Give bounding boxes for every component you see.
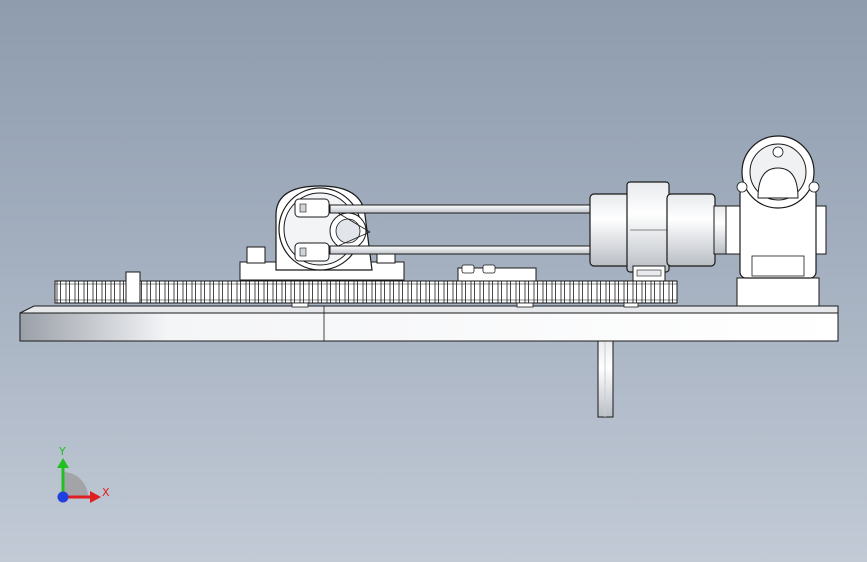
gear-rack: [54, 271, 678, 308]
base-plate: [19, 305, 839, 342]
piston-rods: [329, 204, 593, 255]
triad-quadrant: [63, 472, 88, 497]
linkage-mechanism: [457, 264, 537, 282]
coordinate-triad: Y X: [57, 445, 110, 503]
cylinder-assembly: [589, 181, 727, 282]
z-axis-indicator: [57, 491, 69, 503]
y-axis-arrowhead: [57, 458, 69, 468]
y-axis-label: Y: [58, 445, 66, 458]
bearing-block: [239, 185, 405, 281]
x-axis-label: X: [102, 486, 110, 499]
gear-motor: [725, 135, 827, 307]
output-shaft: [597, 340, 614, 418]
x-axis-arrowhead: [90, 491, 101, 503]
